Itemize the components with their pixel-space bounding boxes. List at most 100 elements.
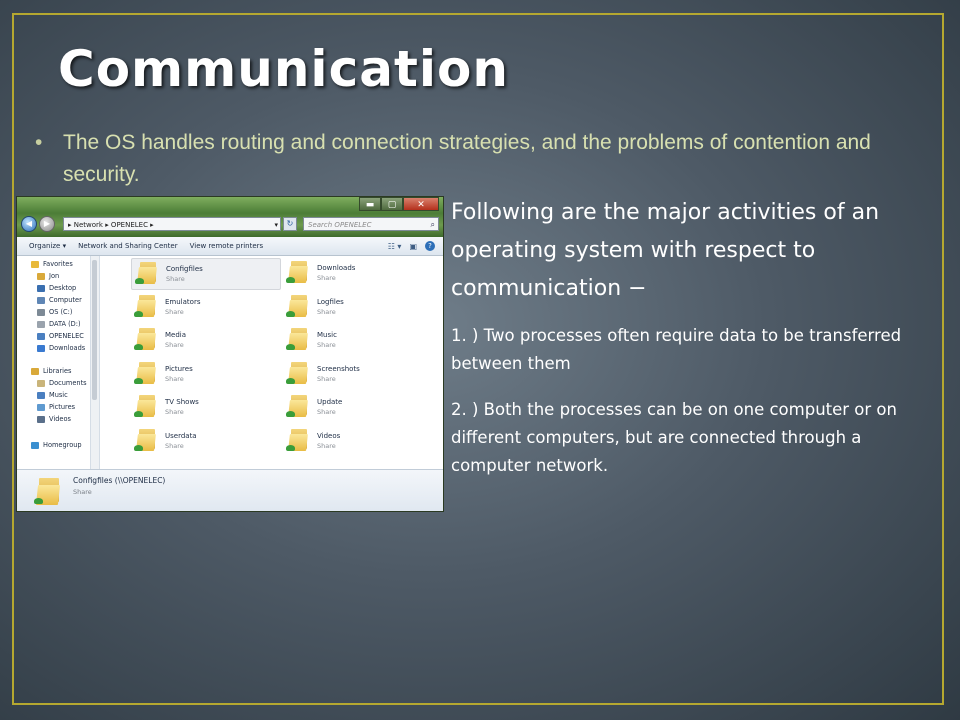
address-bar[interactable]: ▸ Network ▸ OPENELEC ▸ ▾ [63,217,281,231]
sidebar-item-label: Documents [49,379,87,387]
shared-folder-icon [134,428,157,451]
sidebar-item-videos[interactable]: Videos [37,414,71,425]
sidebar-item-pictures[interactable]: Pictures [37,402,75,413]
maximize-button[interactable]: ▢ [381,197,403,211]
folder-type: Share [317,274,336,282]
folder-type: Share [165,441,184,450]
sidebar-item-label: Desktop [49,284,77,292]
library-icon [31,368,39,375]
sidebar-item-homegroup[interactable]: Homegroup [31,440,82,451]
desktop-icon [37,285,45,292]
folder-type: Share [165,408,184,416]
sidebar-item-label: OPENELEC [49,332,84,340]
homegroup-icon [31,442,39,449]
pictures-icon [37,404,45,411]
sidebar-item-label: Music [49,391,68,399]
folder-name: Downloads [317,264,356,272]
sidebar-item-label: Pictures [49,403,76,411]
network-sharing-center-button[interactable]: Network and Sharing Center [78,242,178,250]
nav-scrollbar-thumb[interactable] [92,260,97,400]
folder-name: TV Shows [165,398,199,406]
slide-frame [12,13,944,705]
sidebar-item-downloads[interactable]: Downloads [37,343,85,354]
folder-name: Screenshots [317,364,360,373]
activities-lead: Following are the major activities of an… [451,200,880,301]
views-icon[interactable]: ☷ ▾ [387,241,402,251]
explorer-window[interactable]: ▬ ▢ ✕ ◀ ▶ ▸ Network ▸ OPENELEC ▸ ▾ ↻ Sea… [16,196,444,512]
bullet-point: • The OS handles routing and connection … [35,127,935,191]
details-type: Share [73,488,92,496]
folder-name: Pictures [165,364,193,373]
sidebar-item-label: DATA (D:) [49,320,81,328]
folder-type: Share [165,307,184,316]
sidebar-item-label: Favorites [43,260,73,268]
search-input[interactable]: Search OPENELEC ⌕ [303,217,439,231]
command-bar: Organize ▾ Network and Sharing Center Vi… [17,237,443,256]
sidebar-item-label: Homegroup [43,441,82,449]
sidebar-item-jon[interactable]: Jon [37,271,59,282]
shared-folder-icon [134,361,157,384]
chevron-down-icon[interactable]: ▾ [274,221,278,229]
folder-type: Share [165,341,184,349]
sidebar-item-label: Downloads [49,344,86,352]
sidebar-item-favorites[interactable]: Favorites [31,259,73,270]
view-remote-printers-button[interactable]: View remote printers [189,242,264,250]
forward-icon[interactable]: ▶ [39,216,55,232]
activities-text: Following are the major activities of an… [451,194,936,498]
preview-pane-icon[interactable]: ▣ [409,241,417,251]
shared-folder-icon [134,328,157,350]
sidebar-item-os-c[interactable]: OS (C:) [37,307,72,318]
minimize-button[interactable]: ▬ [359,197,381,211]
shared-folder-icon [286,294,309,317]
shared-folder-icon [286,328,309,350]
address-text: ▸ Network ▸ OPENELEC ▸ [68,221,154,229]
sidebar-item-label: Jon [49,272,60,280]
refresh-icon[interactable]: ↻ [283,217,297,231]
close-button[interactable]: ✕ [403,197,439,211]
drive-icon [37,321,45,328]
sidebar-item-label: OS (C:) [49,308,73,316]
search-icon[interactable]: ⌕ [430,220,435,229]
shared-folder-icon [134,294,157,317]
title-bar[interactable]: ▬ ▢ ✕ ◀ ▶ ▸ Network ▸ OPENELEC ▸ ▾ ↻ Sea… [17,197,443,237]
help-icon[interactable]: ? [425,241,435,251]
folder-type: Share [317,307,336,316]
folder-type: Share [317,341,336,349]
folder-name: Update [317,398,343,406]
shared-folder-icon [134,395,157,417]
sidebar-item-music[interactable]: Music [37,390,68,401]
videos-icon [37,416,45,423]
shared-folder-icon [286,395,309,417]
sidebar-item-computer[interactable]: Computer [37,295,82,306]
caption-buttons: ▬ ▢ ✕ [359,197,439,211]
downloads-icon [37,345,45,352]
shared-folder-icon [135,262,158,284]
back-icon[interactable]: ◀ [21,216,37,232]
sidebar-item-libraries[interactable]: Libraries [31,366,71,377]
nav-scrollbar[interactable] [90,256,99,469]
folder-type: Share [165,374,184,383]
sidebar-item-openelec[interactable]: OPENELEC [37,331,84,342]
activity-item-2: 2. ) Both the processes can be on one co… [451,400,897,475]
sidebar-item-documents[interactable]: Documents [37,378,87,389]
music-icon [37,392,45,399]
organize-button[interactable]: Organize ▾ [29,242,67,250]
sidebar-item-label: Videos [49,415,71,423]
sidebar-item-data-d[interactable]: DATA (D:) [37,319,81,330]
details-name: Configfiles (\\OPENELEC) [73,476,166,485]
activity-item-1: 1. ) Two processes often require data to… [451,326,902,373]
sidebar-item-desktop[interactable]: Desktop [37,283,76,294]
